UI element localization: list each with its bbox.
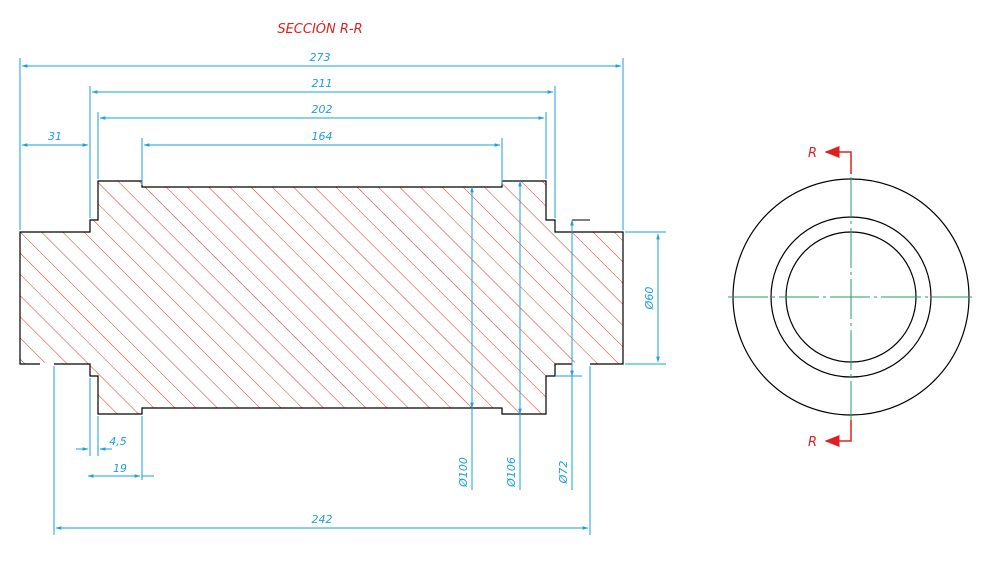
dim-19-label: 19 xyxy=(113,462,127,475)
dimension-labels: 273 211 202 164 31 4,5 19 242 Ø60 Ø100 Ø… xyxy=(48,51,656,526)
dim-dia106-label: Ø106 xyxy=(505,457,518,488)
dim-164-label: 164 xyxy=(312,130,333,143)
end-view: R R xyxy=(728,146,975,450)
dim-dia60-label: Ø60 xyxy=(643,287,656,311)
section-view xyxy=(19,180,624,415)
dim-dia72-label: Ø72 xyxy=(557,461,570,485)
dim-211-label: 211 xyxy=(312,77,333,90)
dim-31-label: 31 xyxy=(48,130,62,143)
dimensions xyxy=(19,58,666,535)
dim-242-label: 242 xyxy=(312,513,333,526)
dim-202-label: 202 xyxy=(312,103,333,116)
dim-4-5-label: 4,5 xyxy=(109,435,127,448)
dim-dia100-label: Ø100 xyxy=(457,457,470,488)
shaft-section-fill xyxy=(19,180,624,415)
section-marker-top xyxy=(824,146,852,174)
section-label-top: R xyxy=(808,146,817,161)
section-marker-bottom xyxy=(824,420,852,447)
section-label-bottom: R xyxy=(808,435,817,450)
section-title: SECCIÓN R-R xyxy=(277,21,362,37)
dim-273-label: 273 xyxy=(310,51,331,64)
